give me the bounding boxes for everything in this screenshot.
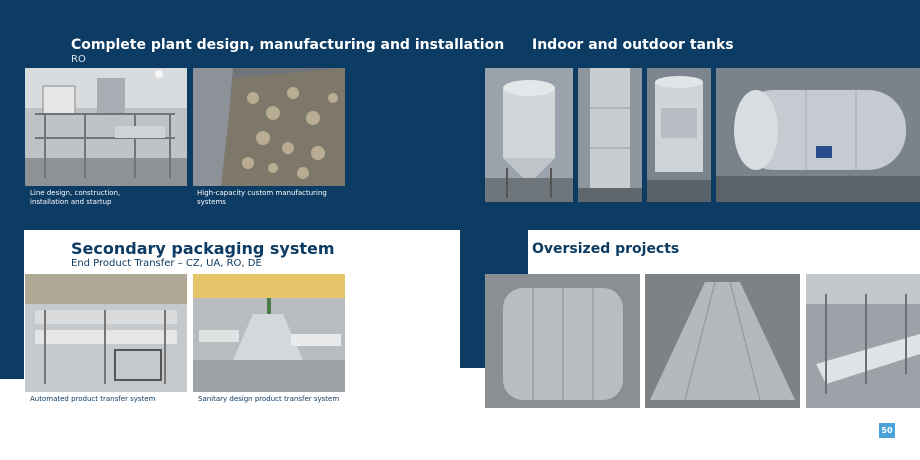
plant-section-subtitle: RO (71, 54, 86, 65)
photo-oversized-2 (645, 274, 800, 408)
plant-caption-1: Line design, construction, installation … (30, 189, 121, 206)
navy-background-left (0, 230, 24, 379)
photo-tank-1 (485, 68, 573, 202)
packaging-section-title: Secondary packaging system (71, 239, 335, 258)
plant-caption-2: High-capacity custom manufacturing syste… (197, 189, 327, 206)
photo-tank-4 (716, 68, 920, 202)
photo-automated-transfer (25, 274, 187, 392)
page-number: 50 (879, 423, 895, 438)
tanks-section-title: Indoor and outdoor tanks (532, 37, 734, 53)
photo-oversized-3 (806, 274, 920, 408)
photo-line-design (25, 68, 187, 186)
photo-oversized-1 (485, 274, 640, 408)
photo-tank-3 (647, 68, 711, 202)
packaging-caption-2: Sanitary design product transfer system (198, 395, 340, 403)
photo-tank-2 (578, 68, 642, 202)
photo-custom-manufacturing (193, 68, 345, 186)
oversized-section-title: Oversized projects (532, 241, 680, 257)
packaging-section-subtitle: End Product Transfer – CZ, UA, RO, DE (71, 258, 262, 269)
plant-section-title: Complete plant design, manufacturing and… (71, 37, 505, 53)
packaging-caption-1: Automated product transfer system (30, 395, 156, 403)
photo-sanitary-transfer (193, 274, 345, 392)
